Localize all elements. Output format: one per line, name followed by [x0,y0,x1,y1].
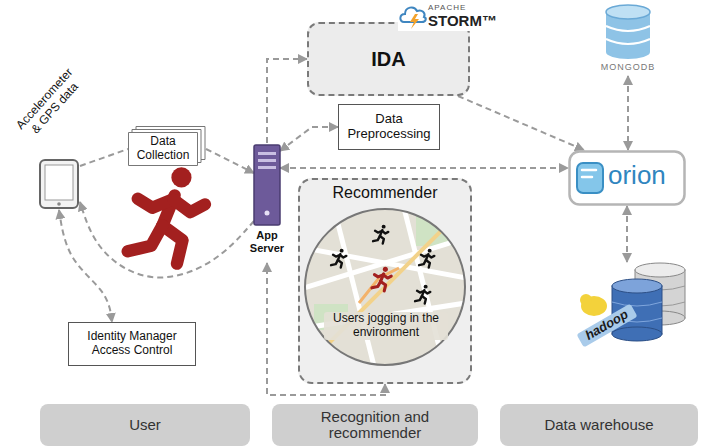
logo-text: APACHE [428,4,466,12]
node-label: User [129,416,161,433]
mongodb-database: MONGODB [596,4,660,76]
node-label: MONGODB [588,62,668,72]
logo-text: STORM™ [428,13,497,28]
phone-icon [38,158,80,210]
node-label: App Server [242,229,292,254]
node-label: Data Collection [128,135,198,163]
dashed-connector [627,76,629,150]
layer-band: User [40,404,250,446]
dashed-connector [80,149,128,166]
node-label: orion [608,161,680,191]
hadoop-store: hadoop [578,262,690,348]
dashed-connector [458,96,584,150]
process-box: Identity Manager Access Control [68,322,196,366]
node-label: Identity Manager Access Control [73,330,191,358]
layer-band: Data warehouse [500,404,698,446]
city-map [304,208,466,366]
dashed-connector [80,202,254,277]
node-label: Users jogging in the environment [324,312,448,340]
node-label: Data Preprocessing [343,112,435,142]
dashed-connector [626,206,628,262]
node-label: Recognition and recommender [300,409,450,441]
recommender-group: RecommenderUsers jogging in the environm… [298,178,472,384]
layer-band: Recognition and recommender [272,404,478,446]
ida-group: IDA [307,22,470,96]
node-label: Accelerometer & GPS data [12,63,89,144]
dashed-connector [206,149,254,173]
map-ellipse: Users jogging in the environment [304,208,466,366]
node-label: Data warehouse [544,416,653,433]
app-server: App Server [246,143,288,263]
orion-broker: orion [568,150,686,206]
node-label: IDA [371,48,405,71]
data-collection-stack: Data Collection [128,126,206,166]
dashed-connector [267,59,307,143]
node-label: Recommender [300,184,470,202]
running-man [128,167,205,263]
dashed-connector [280,167,568,169]
phone-device: Accelerometer & GPS data [38,158,80,210]
storm-cloud-icon [398,0,428,30]
dashed-connector [280,127,338,151]
process-box: Data Preprocessing [338,104,440,150]
dashed-connector [59,210,112,322]
